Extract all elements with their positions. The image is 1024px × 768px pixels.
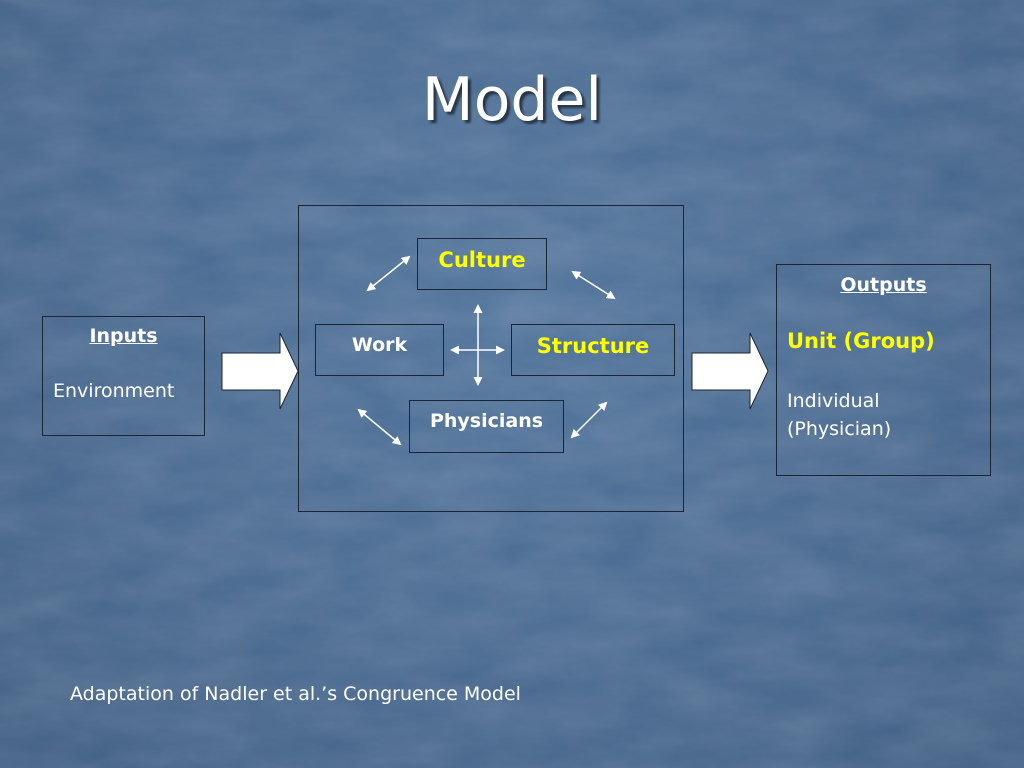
outputs-box: Outputs Unit (Group) Individual (Physici… bbox=[776, 264, 991, 476]
outputs-physician: (Physician) bbox=[787, 418, 892, 440]
inputs-heading: Inputs bbox=[89, 325, 158, 347]
outputs-unit-group: Unit (Group) bbox=[787, 329, 935, 353]
physicians-structure-arrow bbox=[570, 401, 608, 439]
culture-structure-arrow bbox=[571, 270, 616, 300]
work-box: Work bbox=[315, 324, 444, 376]
structure-box: Structure bbox=[511, 324, 675, 376]
structure-label: Structure bbox=[536, 334, 650, 358]
work-label: Work bbox=[351, 334, 408, 356]
physicians-label: Physicians bbox=[429, 410, 544, 432]
physicians-box: Physicians bbox=[409, 400, 564, 453]
inputs-flow-arrow bbox=[221, 332, 299, 410]
source-footnote: Adaptation of Nadler et al.’s Congruence… bbox=[70, 683, 521, 705]
outputs-individual: Individual bbox=[787, 390, 880, 412]
outputs-flow-arrow bbox=[691, 332, 769, 410]
inputs-box: Inputs Environment bbox=[42, 316, 205, 436]
culture-label: Culture bbox=[438, 248, 526, 272]
culture-box: Culture bbox=[417, 238, 547, 290]
culture-work-arrow bbox=[366, 255, 411, 292]
inputs-environment: Environment bbox=[53, 380, 175, 402]
model-container bbox=[298, 205, 684, 512]
work-physicians-arrow bbox=[357, 408, 402, 446]
slide-title: Model bbox=[421, 65, 603, 135]
outputs-heading: Outputs bbox=[840, 274, 927, 296]
